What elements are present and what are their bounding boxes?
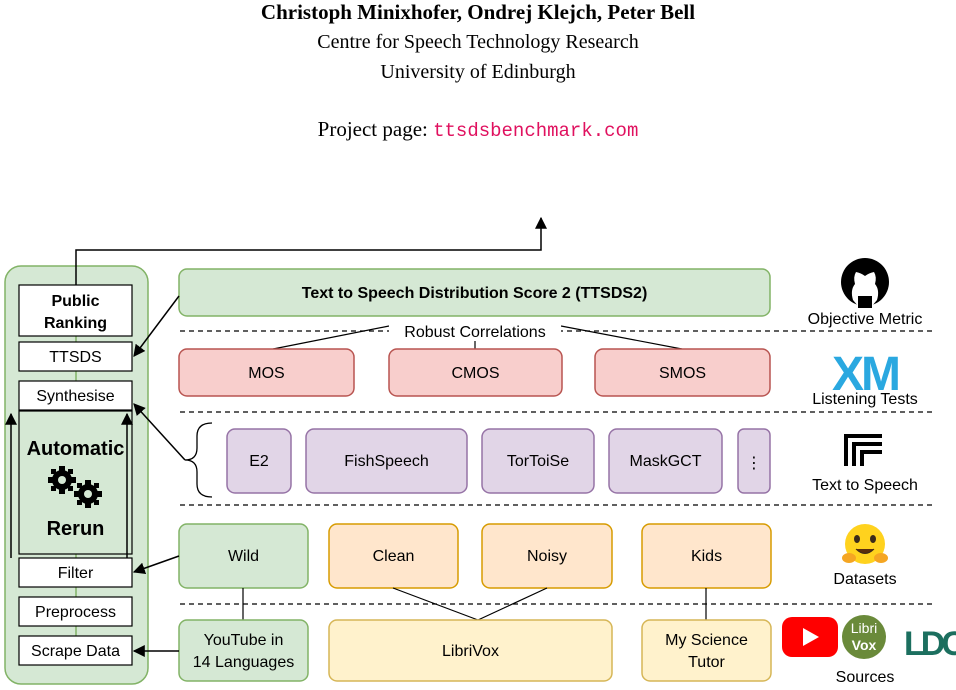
tts-e2-box[interactable] <box>226 428 292 494</box>
correlations-label: Robust Correlations <box>404 324 545 341</box>
sources-label: Sources <box>836 669 895 686</box>
github-icon <box>841 258 889 308</box>
source-youtube-box[interactable] <box>178 619 309 682</box>
filter-box[interactable] <box>18 557 133 588</box>
source-youtube-line1: YouTube in <box>204 632 284 649</box>
svg-text:LDC: LDC <box>904 625 956 663</box>
automatic-label: Automatic <box>27 438 125 460</box>
public-ranking-line1: Public <box>51 293 99 310</box>
cmos-label: CMOS <box>452 365 500 382</box>
metric-to-ttsds-arrow <box>133 295 180 357</box>
scrape-data-box[interactable] <box>18 635 133 666</box>
affiliation-line-1: Centre for Speech Technology Research <box>317 31 639 53</box>
tts-fishspeech-label: FishSpeech <box>344 453 429 470</box>
librivox-logo-icon: Libri Vox <box>842 615 886 659</box>
ttsds-label: TTSDS <box>49 349 101 366</box>
smos-label: SMOS <box>659 365 706 382</box>
tts-maskgct-label: MaskGCT <box>630 453 702 470</box>
svg-text:XM: XM <box>832 348 898 401</box>
dataset-kids-label: Kids <box>691 548 722 565</box>
brace <box>184 422 213 498</box>
listening-tests-label: Listening Tests <box>812 391 918 408</box>
scrape-data-label: Scrape Data <box>31 643 120 660</box>
xm-logo-icon: XM <box>832 348 901 401</box>
mos-box[interactable] <box>178 348 355 397</box>
filter-label: Filter <box>58 565 94 582</box>
source-myst-line2: Tutor <box>688 654 725 671</box>
smos-box[interactable] <box>594 348 771 397</box>
tts-more-label: ⋮ <box>746 455 762 472</box>
public-ranking-line2: Ranking <box>44 315 107 332</box>
ranking-arrow <box>75 216 547 285</box>
ttsds2-metric-box[interactable] <box>178 268 771 317</box>
synthesise-box[interactable] <box>18 380 133 411</box>
rerun-label: Rerun <box>47 518 105 540</box>
project-page-link[interactable]: ttsdsbenchmark.com <box>433 120 639 142</box>
synthesise-label: Synthesise <box>36 388 114 405</box>
tts-fishspeech-box[interactable] <box>305 428 468 494</box>
svg-text:Libri: Libri <box>851 620 877 636</box>
tts-more-box[interactable] <box>737 428 771 494</box>
source-myst-box[interactable] <box>641 619 772 682</box>
dataset-clean-label: Clean <box>373 548 415 565</box>
source-librivox-label: LibriVox <box>442 643 499 660</box>
affiliation-line-2: University of Edinburgh <box>380 61 576 83</box>
preprocess-label: Preprocess <box>35 604 116 621</box>
tts-to-synthesise-arrow <box>133 403 186 461</box>
correlations-label-bg <box>389 321 561 341</box>
mos-label: MOS <box>248 365 284 382</box>
project-page-line: Project page: ttsdsbenchmark.com <box>0 116 956 144</box>
datasets-label: Datasets <box>833 571 896 588</box>
ldc-logo-icon: LDC <box>904 625 956 663</box>
tts-tortoise-label: TorToiSe <box>507 453 569 470</box>
source-connections <box>242 587 707 621</box>
public-ranking-box[interactable] <box>18 284 133 337</box>
tts-maskgct-box[interactable] <box>608 428 723 494</box>
gears-icon <box>48 466 102 508</box>
tts-tortoise-box[interactable] <box>481 428 595 494</box>
source-youtube-line2: 14 Languages <box>193 654 294 671</box>
tts-e2-label: E2 <box>249 453 269 470</box>
hugging-face-icon <box>842 524 888 564</box>
dataset-noisy-label: Noisy <box>527 548 567 565</box>
ttsds-box[interactable] <box>18 341 133 372</box>
dataset-wild-label: Wild <box>228 548 259 565</box>
cmos-box[interactable] <box>388 348 563 397</box>
ttsds2-title: Text to Speech Distribution Score 2 (TTS… <box>302 285 648 302</box>
source-myst-line1: My Science <box>665 632 748 649</box>
objective-metric-label: Objective Metric <box>808 311 923 328</box>
author-list: Christoph Minixhofer, Ondrej Klejch, Pet… <box>260 0 696 24</box>
text-to-speech-label: Text to Speech <box>812 477 918 494</box>
wild-to-filter-arrow <box>132 555 180 575</box>
svg-text:Vox: Vox <box>852 637 877 653</box>
preprocess-box[interactable] <box>18 596 133 627</box>
source-librivox-box[interactable] <box>328 619 613 682</box>
project-page-label: Project page: <box>317 117 434 141</box>
youtube-icon <box>782 617 838 657</box>
tts-logo-icon <box>844 434 882 466</box>
